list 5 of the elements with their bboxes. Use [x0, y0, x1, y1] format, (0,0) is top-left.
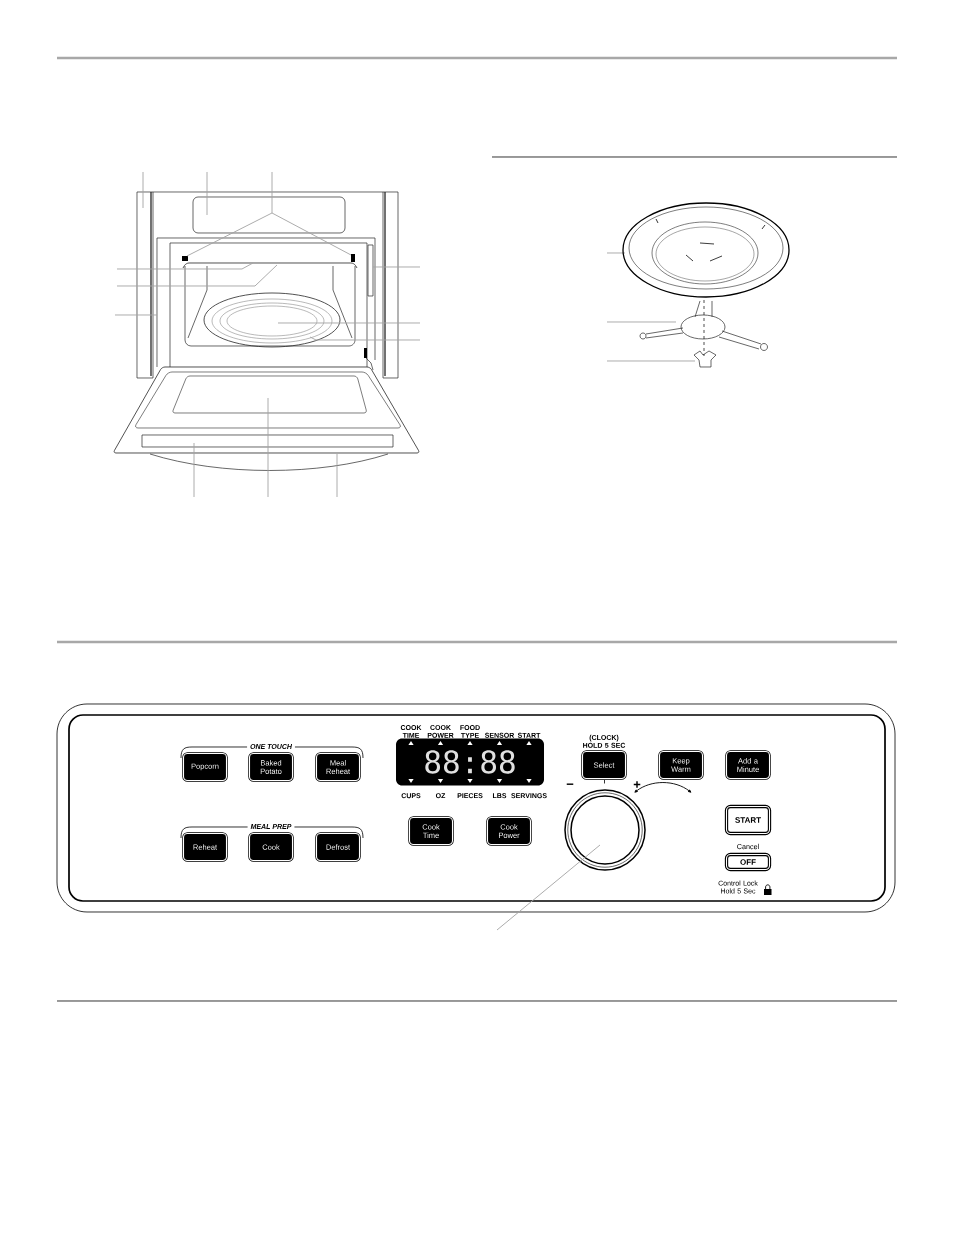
digital-display: 88:88 — [396, 738, 544, 786]
touch-button: START — [724, 804, 772, 836]
plus-sign: + — [633, 781, 641, 788]
minus-sign: − — [566, 783, 574, 785]
touch-button: OFF — [724, 852, 772, 872]
